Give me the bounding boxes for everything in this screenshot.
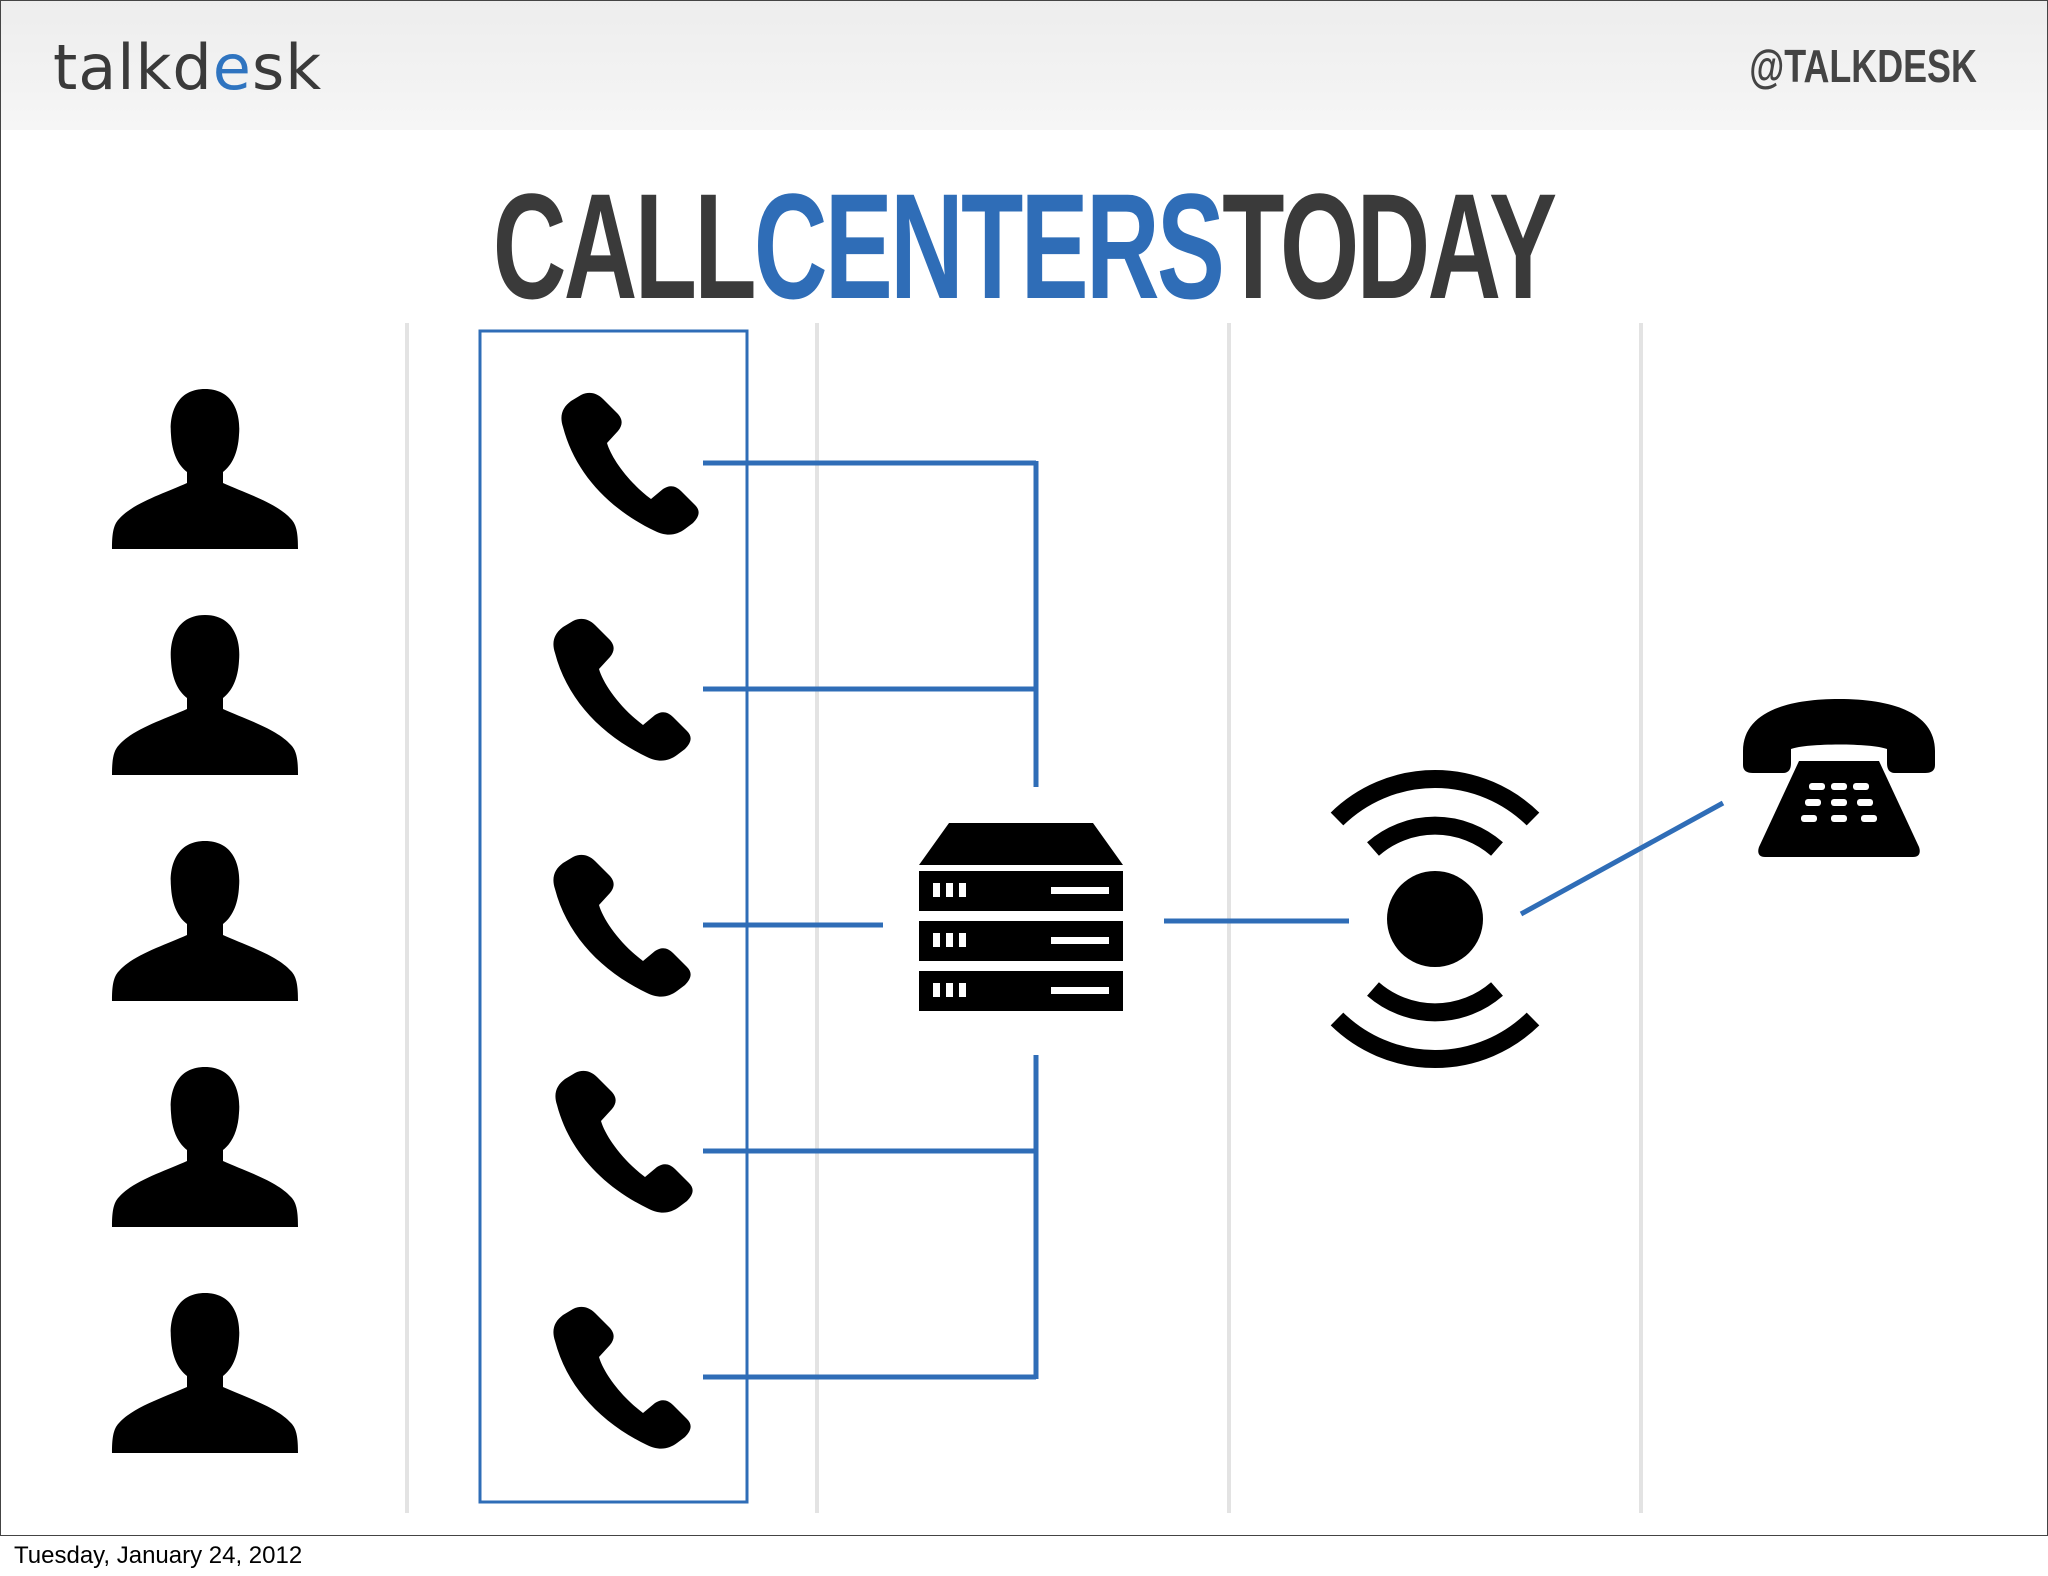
network-column [1337,779,1533,1059]
handset-icon [555,1070,693,1213]
connection-lines [703,460,1725,1380]
slide-title: CALLCENTERSTODAY [1,171,2047,321]
caller-column [1743,699,1935,857]
pbx-column [919,823,1123,1011]
handset-icon [553,618,691,761]
twitter-handle: @TALKDESK [1749,40,1977,92]
title-today: TODAY [1222,162,1558,330]
person-icon [112,389,298,549]
phones-column [553,392,699,1449]
handset-icon [553,854,691,997]
server-icon [919,823,1123,1011]
signal-icon [1337,779,1533,1059]
person-icon [112,1293,298,1453]
header-bar: talkdesk @TALKDESK [1,1,2047,130]
person-icon [112,841,298,1001]
column-dividers [405,323,1643,1513]
person-icon [112,1067,298,1227]
talkdesk-logo: talkdesk [53,31,323,104]
agents-column [112,389,298,1453]
slide-date: Tuesday, January 24, 2012 [14,1542,303,1569]
title-call: CALL [493,162,757,330]
handset-icon [553,1306,691,1449]
desk-phone-icon [1743,699,1935,857]
call-center-diagram [112,323,1935,1513]
phones-group-box [478,329,749,1504]
person-icon [112,615,298,775]
handset-icon [561,392,699,535]
slide: talkdesk @TALKDESK CALLCENTERSTODAY [0,0,2048,1536]
title-centers: CENTERS [754,162,1225,330]
